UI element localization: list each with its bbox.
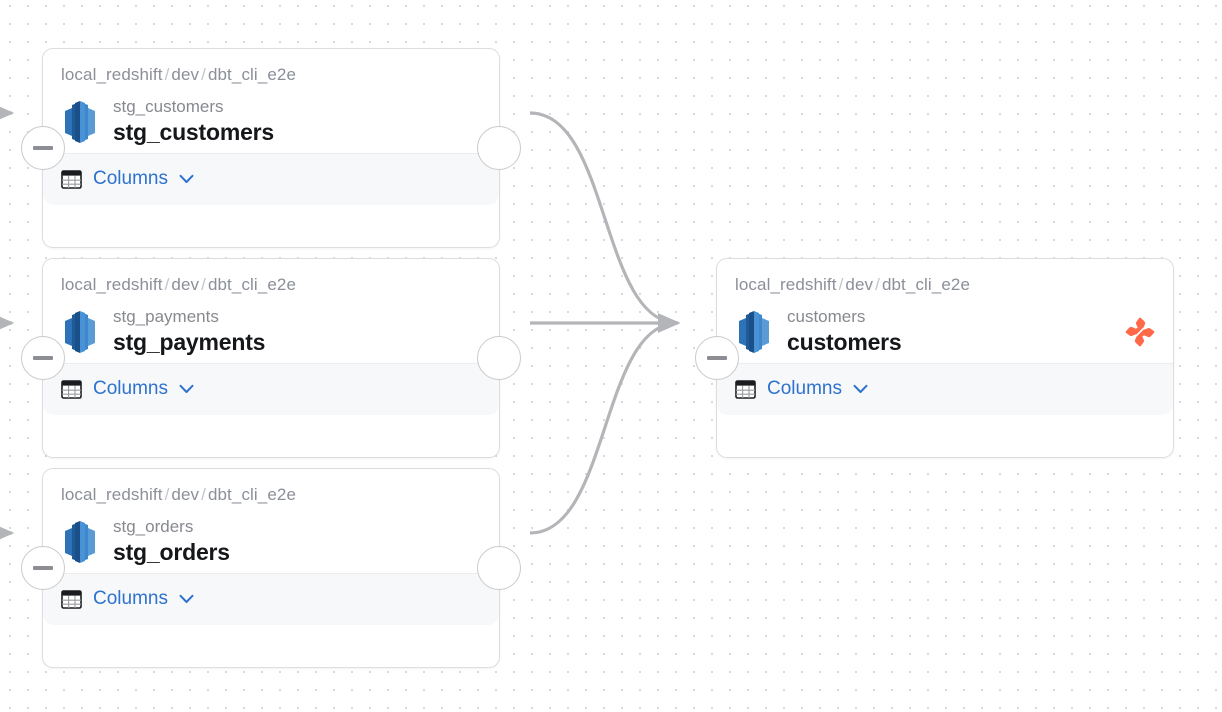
breadcrumb-separator: / (875, 275, 880, 294)
node-subtitle: stg_customers (113, 97, 224, 116)
breadcrumb-separator: / (201, 485, 206, 504)
collapse-upstream-handle[interactable] (21, 546, 65, 590)
table-icon (61, 169, 82, 189)
node-title: stg_customers (113, 119, 275, 145)
node-subtitle: customers (787, 307, 866, 326)
columns-label: Columns (93, 588, 168, 609)
node-main: stg_payments stg_payments (61, 306, 481, 357)
columns-expander[interactable]: Columns (43, 153, 499, 205)
breadcrumb: local_redshift/dev/dbt_cli_e2e (61, 273, 481, 297)
columns-label: Columns (767, 378, 842, 399)
expand-downstream-handle[interactable] (477, 126, 521, 170)
breadcrumb-schema: dev (845, 275, 874, 294)
chevron-down-icon[interactable] (853, 384, 868, 394)
breadcrumb-database: local_redshift (735, 275, 837, 294)
node-titles: customers customers (787, 306, 902, 357)
columns-label: Columns (93, 378, 168, 399)
breadcrumb-separator: / (164, 275, 170, 294)
breadcrumb-project: dbt_cli_e2e (207, 65, 297, 84)
minus-icon (33, 566, 53, 570)
node-titles: stg_orders stg_orders (113, 516, 230, 567)
breadcrumb-separator: / (164, 65, 170, 84)
breadcrumb-project: dbt_cli_e2e (207, 275, 297, 294)
table-icon (61, 589, 82, 609)
chevron-down-icon[interactable] (179, 594, 194, 604)
breadcrumb-separator: / (201, 275, 206, 294)
breadcrumb-separator: / (164, 485, 170, 504)
edge-stg-orders-to-customers (529, 313, 681, 535)
redshift-icon (65, 100, 95, 143)
breadcrumb-schema: dev (171, 275, 200, 294)
collapse-upstream-handle[interactable] (21, 126, 65, 170)
node-title: customers (787, 329, 902, 355)
breadcrumb-database: local_redshift (61, 65, 163, 84)
node-titles: stg_payments stg_payments (113, 306, 265, 357)
redshift-icon (739, 310, 769, 353)
breadcrumb-schema: dev (171, 65, 200, 84)
breadcrumb-project: dbt_cli_e2e (207, 485, 297, 504)
chevron-down-icon[interactable] (179, 384, 194, 394)
node-title: stg_payments (113, 329, 266, 355)
table-icon (61, 379, 82, 399)
node-main: stg_customers stg_customers (61, 96, 481, 147)
columns-label: Columns (93, 168, 168, 189)
minus-icon (33, 146, 53, 150)
columns-expander[interactable]: Columns (43, 363, 499, 415)
breadcrumb-schema: dev (171, 485, 200, 504)
breadcrumb-separator: / (838, 275, 844, 294)
minus-icon (707, 356, 727, 360)
lineage-node-stg-customers[interactable]: local_redshift/dev/dbt_cli_e2e stg_custo… (21, 48, 521, 248)
edge-stg-customers-to-customers (529, 111, 681, 333)
node-body: local_redshift/dev/dbt_cli_e2e customers… (717, 259, 1173, 363)
minus-icon (33, 356, 53, 360)
node-subtitle: stg_orders (113, 517, 194, 536)
collapse-upstream-handle[interactable] (21, 336, 65, 380)
columns-expander[interactable]: Columns (43, 573, 499, 625)
node-body: local_redshift/dev/dbt_cli_e2e stg_custo… (43, 49, 499, 153)
breadcrumb-project: dbt_cli_e2e (881, 275, 971, 294)
breadcrumb: local_redshift/dev/dbt_cli_e2e (735, 273, 1155, 297)
node-title: stg_orders (113, 539, 230, 565)
expand-downstream-handle[interactable] (477, 336, 521, 380)
collapse-upstream-handle[interactable] (695, 336, 739, 380)
lineage-node-stg-orders[interactable]: local_redshift/dev/dbt_cli_e2e stg_order… (21, 468, 521, 668)
redshift-icon (65, 310, 95, 353)
node-main: stg_orders stg_orders (61, 516, 481, 567)
breadcrumb-separator: / (201, 65, 206, 84)
chevron-down-icon[interactable] (179, 174, 194, 184)
breadcrumb: local_redshift/dev/dbt_cli_e2e (61, 63, 481, 87)
lineage-node-stg-payments[interactable]: local_redshift/dev/dbt_cli_e2e stg_payme… (21, 258, 521, 458)
node-body: local_redshift/dev/dbt_cli_e2e stg_payme… (43, 259, 499, 363)
breadcrumb-database: local_redshift (61, 485, 163, 504)
expand-downstream-handle[interactable] (477, 546, 521, 590)
node-body: local_redshift/dev/dbt_cli_e2e stg_order… (43, 469, 499, 573)
columns-expander[interactable]: Columns (717, 363, 1173, 415)
node-titles: stg_customers stg_customers (113, 96, 274, 147)
dbt-logo-icon (1125, 317, 1155, 346)
redshift-icon (65, 520, 95, 563)
node-subtitle: stg_payments (113, 307, 219, 326)
table-icon (735, 379, 756, 399)
breadcrumb-database: local_redshift (61, 275, 163, 294)
lineage-node-customers[interactable]: local_redshift/dev/dbt_cli_e2e customers… (695, 258, 1174, 458)
node-main: customers customers (735, 306, 1155, 357)
breadcrumb: local_redshift/dev/dbt_cli_e2e (61, 483, 481, 507)
